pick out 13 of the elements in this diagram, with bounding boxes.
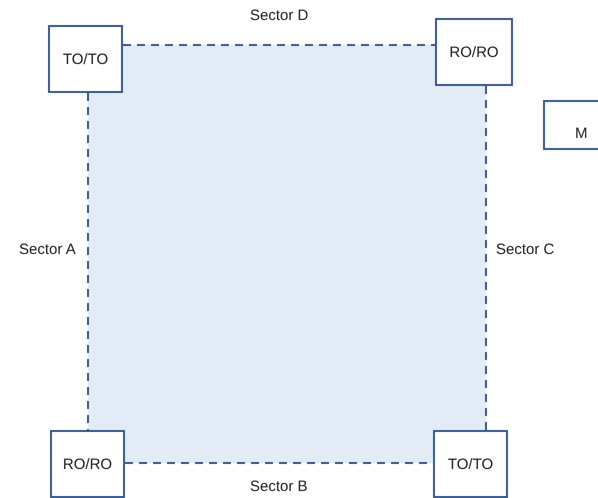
dashed-line [123, 44, 435, 46]
station-box [435, 18, 513, 86]
dashed-line [485, 86, 487, 430]
station-box [50, 430, 125, 498]
station-label: M [575, 125, 588, 142]
station-label: RO/RO [62, 456, 112, 472]
station-label: TO/TO [448, 456, 494, 472]
dashed-line [87, 93, 89, 430]
station-label: RO/RO [449, 44, 499, 60]
station-label: TO/TO [62, 50, 108, 68]
station-box [433, 430, 508, 498]
station-box [543, 100, 598, 150]
station-box [48, 25, 123, 93]
